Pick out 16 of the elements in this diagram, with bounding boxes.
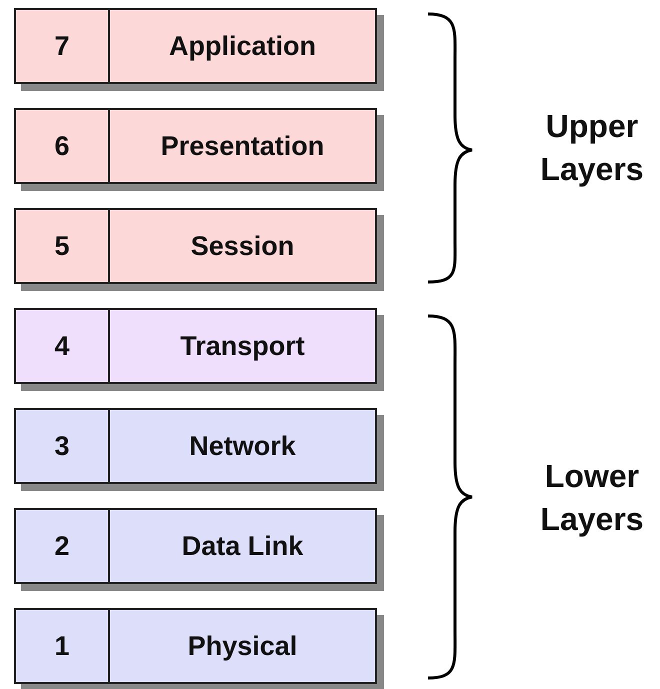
layer-number: 4 xyxy=(16,310,110,382)
layer-number: 7 xyxy=(16,10,110,82)
layer-number: 1 xyxy=(16,610,110,682)
layer-number: 2 xyxy=(16,510,110,582)
layer-name: Application xyxy=(168,30,317,62)
layer-name: Network xyxy=(188,430,297,462)
group-label: Lower Layers xyxy=(539,457,645,539)
layer-name: Data Link xyxy=(180,530,304,562)
group-label: Upper Layers xyxy=(539,107,645,189)
layer-number: 6 xyxy=(16,110,110,182)
layer-name: Presentation xyxy=(160,130,326,162)
layer-number: 3 xyxy=(16,410,110,482)
layer-name: Transport xyxy=(179,330,306,362)
layer-name: Physical xyxy=(186,630,298,662)
layer-name: Session xyxy=(190,230,296,262)
layer-number: 5 xyxy=(16,210,110,282)
